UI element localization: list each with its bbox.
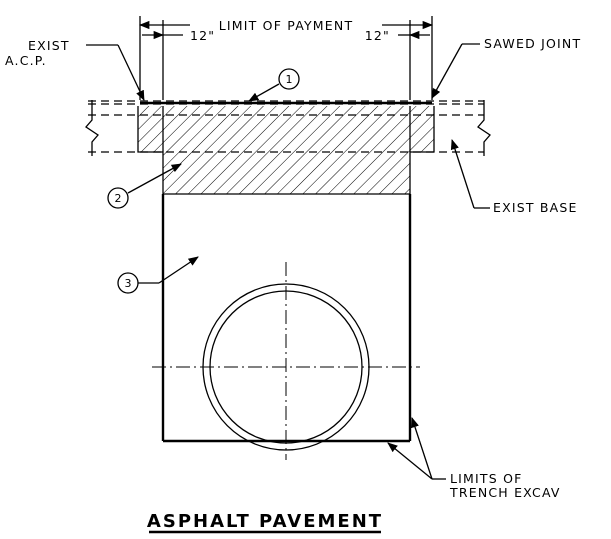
left-offset-label: 12": [190, 28, 215, 43]
svg-text:EXIST: EXIST: [28, 38, 70, 53]
sawed-joint-annotation: SAWED JOINT: [431, 36, 581, 99]
limit-of-payment-dimension: LIMIT OF PAYMENT: [138, 15, 434, 100]
callout-3: 3: [117, 256, 199, 294]
right-break-line: [477, 100, 491, 156]
svg-text:2: 2: [115, 192, 122, 205]
right-offset-label: 12": [365, 28, 390, 43]
svg-text:3: 3: [125, 277, 132, 290]
exist-acp-annotation: EXIST A.C.P.: [5, 38, 145, 101]
limit-of-payment-label: LIMIT OF PAYMENT: [219, 18, 354, 33]
svg-text:A.C.P.: A.C.P.: [5, 53, 47, 68]
title-text: ASPHALT PAVEMENT: [147, 511, 383, 532]
callout-2: 2: [107, 163, 182, 209]
svg-text:SAWED JOINT: SAWED JOINT: [484, 36, 581, 51]
offset-dimensions: 12" 12": [142, 20, 430, 100]
exist-base-annotation: EXIST BASE: [450, 139, 578, 215]
svg-text:LIMITS OF: LIMITS OF: [450, 471, 523, 486]
pipe: [152, 262, 420, 460]
trench-limits-annotation: LIMITS OF TRENCH EXCAV: [387, 417, 561, 500]
drawing-title: ASPHALT PAVEMENT: [147, 511, 383, 534]
svg-text:EXIST BASE: EXIST BASE: [493, 200, 578, 215]
pavement-patch: [137, 101, 435, 195]
svg-text:TRENCH EXCAV: TRENCH EXCAV: [449, 485, 561, 500]
left-break-line: [85, 100, 99, 156]
callout-1: 1: [248, 68, 300, 102]
svg-text:1: 1: [286, 73, 293, 86]
